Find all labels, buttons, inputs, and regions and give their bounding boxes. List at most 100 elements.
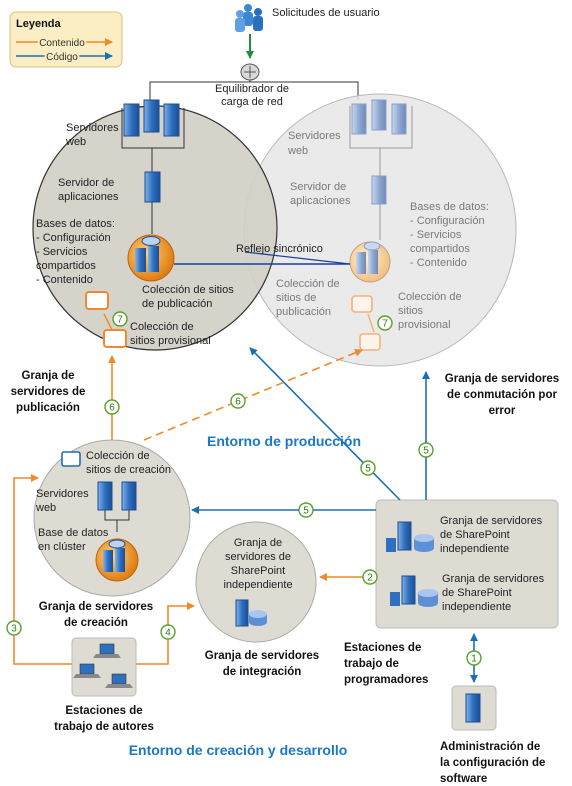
svg-text:Granja de: Granja de bbox=[234, 537, 282, 549]
publishing-app-label-2: aplicaciones bbox=[58, 191, 119, 203]
production-environment-label: Entorno de producción bbox=[207, 433, 361, 449]
authoring-web-label-1: Servidores bbox=[36, 488, 89, 500]
flow-step-4: 4 bbox=[136, 602, 195, 665]
users-icon bbox=[235, 4, 263, 32]
svg-text:Granja de servidores: Granja de servidores bbox=[205, 650, 319, 662]
publishing-web-label-2: web bbox=[65, 136, 86, 148]
failover-app-label-2: aplicaciones bbox=[290, 195, 351, 207]
svg-text:Granja de servidores: Granja de servidores bbox=[442, 573, 545, 585]
svg-text:sitios de: sitios de bbox=[276, 292, 316, 304]
flow-step-5: 5 5 5 bbox=[191, 347, 434, 518]
svg-text:de conmutación por: de conmutación por bbox=[447, 389, 557, 401]
step-7-publishing: 7 bbox=[103, 311, 128, 331]
svg-text:7: 7 bbox=[117, 315, 123, 326]
legend: Leyenda Contenido Código bbox=[9, 11, 123, 68]
integration-farm-inner-label: Granja de servidores de SharePoint indep… bbox=[223, 537, 292, 591]
svg-text:5: 5 bbox=[423, 446, 429, 457]
legend-content-label: Contenido bbox=[39, 38, 85, 49]
svg-text:provisional: provisional bbox=[398, 319, 451, 331]
publishing-staging-icon bbox=[85, 291, 127, 348]
authoring-web-servers-icon bbox=[97, 481, 137, 532]
legend-code-label: Código bbox=[46, 52, 78, 63]
svg-text:Administración de: Administración de bbox=[440, 741, 540, 753]
authoring-site-collection-icon bbox=[61, 451, 81, 467]
publishing-app-label-1: Servidor de bbox=[58, 177, 114, 189]
svg-text:publicación: publicación bbox=[276, 306, 331, 318]
publishing-pub-label-2: de publicación bbox=[142, 298, 212, 310]
svg-text:- Servicios: - Servicios bbox=[410, 229, 462, 241]
svg-text:error: error bbox=[489, 405, 516, 417]
svg-text:Granja de servidores: Granja de servidores bbox=[39, 601, 153, 613]
failover-staging-icon bbox=[351, 295, 381, 351]
load-balancer-label-2: carga de red bbox=[221, 96, 283, 108]
svg-text:independiente: independiente bbox=[440, 543, 509, 555]
failover-web-label-1: Servidores bbox=[288, 130, 341, 142]
svg-text:Colección de: Colección de bbox=[276, 278, 340, 290]
legend-title: Leyenda bbox=[16, 18, 62, 30]
svg-text:- Configuración: - Configuración bbox=[410, 215, 485, 227]
scm-server-icon bbox=[465, 693, 481, 723]
failover-db-list: Bases de datos: - Configuración - Servic… bbox=[410, 201, 489, 269]
user-requests-label: Solicitudes de usuario bbox=[272, 7, 380, 19]
svg-text:trabajo de: trabajo de bbox=[344, 658, 399, 670]
authoring-database-icon bbox=[95, 538, 139, 582]
svg-text:- Configuración: - Configuración bbox=[36, 232, 111, 244]
svg-text:5: 5 bbox=[365, 464, 371, 475]
publishing-staging-label-1: Colección de bbox=[130, 321, 194, 333]
svg-text:software: software bbox=[440, 773, 487, 785]
svg-text:Granja de servidores: Granja de servidores bbox=[445, 373, 559, 385]
svg-text:Granja de: Granja de bbox=[21, 370, 74, 382]
publishing-web-label-1: Servidores bbox=[66, 122, 119, 134]
failover-farm-label: Granja de servidores de conmutación por … bbox=[445, 373, 559, 417]
svg-text:- Contenido: - Contenido bbox=[36, 274, 93, 286]
developer-workstations-label: Estaciones de trabajo de programadores bbox=[344, 642, 428, 686]
failover-pub-collection-label: Colección de sitios de publicación bbox=[276, 278, 340, 318]
svg-text:servidores de: servidores de bbox=[225, 551, 291, 563]
flow-step-1: 1 bbox=[466, 633, 482, 683]
svg-text:independiente: independiente bbox=[442, 601, 511, 613]
svg-text:7: 7 bbox=[382, 319, 388, 330]
svg-text:independiente: independiente bbox=[223, 579, 292, 591]
authoring-db-label-1: Base de datos bbox=[38, 527, 109, 539]
publishing-pub-label-1: Colección de sitios bbox=[142, 284, 234, 296]
authoring-sc-label-2: sitios de creación bbox=[86, 464, 171, 476]
integration-farm-label: Granja de servidores de integración bbox=[205, 650, 319, 678]
svg-text:- Servicios: - Servicios bbox=[36, 246, 88, 258]
publishing-app-server-icon bbox=[144, 171, 161, 203]
svg-text:compartidos: compartidos bbox=[36, 260, 96, 272]
failover-web-label-2: web bbox=[287, 145, 308, 157]
failover-database-icon bbox=[349, 241, 391, 283]
developer-farm-b-label: Granja de servidores de SharePoint indep… bbox=[442, 573, 545, 613]
svg-text:publicación: publicación bbox=[16, 402, 80, 414]
svg-text:5: 5 bbox=[303, 506, 309, 517]
svg-text:compartidos: compartidos bbox=[410, 243, 470, 255]
svg-text:trabajo de autores: trabajo de autores bbox=[54, 721, 154, 733]
software-config-management: Administración de la configuración de so… bbox=[440, 685, 545, 785]
authoring-farm: Colección de sitios de creación Servidor… bbox=[33, 439, 191, 597]
developer-farm-a-icon bbox=[386, 521, 434, 552]
publishing-database-icon bbox=[127, 234, 175, 282]
flow-step-6: 6 6 bbox=[104, 348, 363, 441]
user-requests: Solicitudes de usuario bbox=[235, 4, 380, 59]
svg-text:3: 3 bbox=[11, 624, 17, 635]
svg-text:- Contenido: - Contenido bbox=[410, 257, 467, 269]
load-balancer-label-1: Equilibrador de bbox=[215, 83, 289, 95]
svg-text:de creación: de creación bbox=[64, 617, 128, 629]
step-7-failover: 7 bbox=[367, 313, 393, 333]
authoring-sc-label-1: Colección de bbox=[86, 450, 150, 462]
flow-step-2: 2 bbox=[319, 569, 378, 585]
failover-staging-label: Colección de sitios provisional bbox=[398, 291, 462, 331]
mirror-label: Reflejo sincrónico bbox=[236, 243, 323, 255]
laptop-icon bbox=[73, 643, 133, 688]
developer-farm-a-label: Granja de servidores de SharePoint indep… bbox=[440, 515, 543, 555]
failover-app-label-1: Servidor de bbox=[290, 181, 346, 193]
failover-app-server-icon bbox=[371, 175, 387, 205]
developer-farm-b-icon bbox=[390, 575, 438, 607]
svg-text:Bases de datos:: Bases de datos: bbox=[36, 218, 115, 230]
svg-text:Estaciones de: Estaciones de bbox=[344, 642, 421, 654]
svg-text:sitios: sitios bbox=[398, 305, 424, 317]
svg-text:de SharePoint: de SharePoint bbox=[442, 587, 512, 599]
authoring-farm-label: Granja de servidores de creación bbox=[39, 601, 153, 629]
publishing-web-servers-icon bbox=[121, 99, 185, 149]
integration-farm: Granja de servidores de SharePoint indep… bbox=[195, 521, 317, 643]
